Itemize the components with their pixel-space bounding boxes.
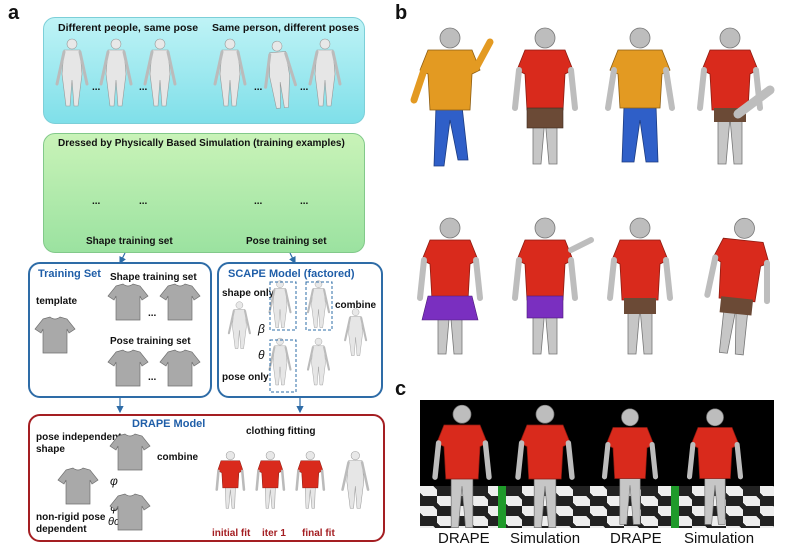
label-drape-1: DRAPE [438, 530, 490, 547]
iter1-label: iter 1 [262, 528, 286, 539]
green-marker-2 [671, 486, 679, 528]
final-fit-label: final fit [302, 528, 335, 539]
shape-label: shape [36, 444, 65, 455]
ellipsis-7: ... [254, 196, 263, 207]
shape-only-label: shape only [222, 288, 275, 299]
label-drape-2: DRAPE [610, 530, 662, 547]
simulation-examples-box [43, 133, 365, 253]
shape-training-label-green: Shape training set [86, 236, 173, 247]
clothing-fitting-label: clothing fitting [246, 426, 316, 437]
pose-only-label: pose only [222, 372, 269, 383]
label-simulation-2: Simulation [684, 530, 755, 547]
scape-combine-label: combine [335, 300, 377, 311]
same-person-caption: Same person, different poses [212, 22, 360, 34]
panel-letter-b: b [395, 2, 408, 24]
pose-independent-label: pose independent [36, 432, 122, 443]
simulation-title: Dressed by Physically Based Simulation (… [58, 138, 345, 149]
shape-training-label: Shape training set [110, 272, 197, 283]
phi-symbol: φ [110, 474, 118, 488]
scape-title: SCAPE Model (factored) [228, 268, 355, 280]
pose-training-label: Pose training set [110, 336, 191, 347]
drape-combine-label: combine [157, 452, 199, 463]
checkered-floor [420, 486, 774, 528]
beta-symbol: β [258, 322, 265, 336]
ellipsis-9: ... [148, 308, 157, 319]
initial-fit-label: initial fit [212, 528, 251, 539]
training-set-title: Training Set [38, 268, 101, 280]
ellipsis-2: ... [139, 82, 148, 93]
ellipsis-5: ... [92, 196, 101, 207]
panel-letter-a: a [8, 2, 20, 24]
variation-examples-box [43, 17, 365, 124]
dependent-label: dependent [36, 524, 87, 535]
ellipsis-6: ... [139, 196, 148, 207]
non-rigid-label: non-rigid pose [36, 512, 106, 523]
ellipsis-3: ... [254, 82, 263, 93]
pose-training-label-green: Pose training set [246, 236, 327, 247]
ellipsis-4: ... [300, 82, 309, 93]
ellipsis-1: ... [92, 82, 101, 93]
label-simulation-1: Simulation [510, 530, 581, 547]
ellipsis-8: ... [300, 196, 309, 207]
theta-symbol: θ [258, 348, 265, 362]
ellipsis-10: ... [148, 372, 157, 383]
theta-c-symbol: θc [108, 516, 120, 528]
template-label: template [36, 296, 78, 307]
green-marker-1 [498, 486, 506, 528]
different-people-caption: Different people, same pose [58, 22, 199, 34]
drape-title: DRAPE Model [132, 418, 206, 430]
panel-letter-c: c [395, 378, 407, 400]
